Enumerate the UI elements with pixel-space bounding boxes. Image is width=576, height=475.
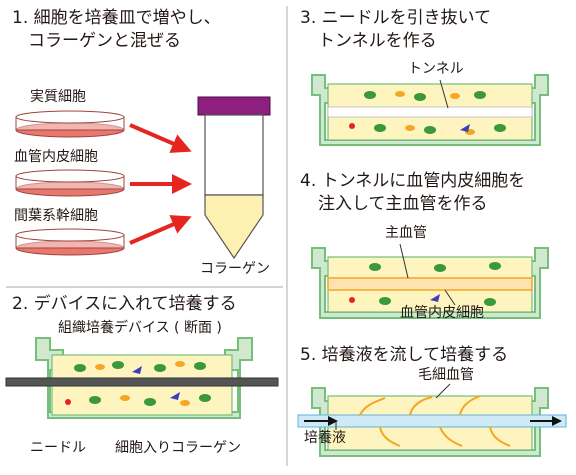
- device-label: 組織培養デバイス ( 断面 ): [58, 320, 222, 336]
- dish-label-1: 実質細胞: [30, 89, 86, 105]
- dish-label-2: 血管内皮細胞: [14, 149, 98, 165]
- capillary-label: 毛細血管: [418, 367, 474, 383]
- step-3-title-line2: トンネルを作る: [318, 31, 437, 51]
- step-number: 3.: [300, 8, 317, 28]
- step-text-line: 細胞を培養皿で増やし、: [33, 8, 221, 28]
- step-2-title: 2. デバイスに入れて培養する: [12, 296, 237, 313]
- arrow-3: [129, 215, 192, 245]
- step-5-title: 5. 培養液を流して培養する: [300, 347, 508, 364]
- endothelial-label: 血管内皮細胞: [400, 305, 484, 321]
- device-panel5: [297, 383, 567, 457]
- device-panel3: [311, 74, 549, 146]
- step-number: 5.: [300, 345, 317, 365]
- cells-panel3: [349, 91, 506, 135]
- device-panel4: [311, 243, 549, 319]
- step-text-line: デバイスに入れて培養する: [33, 294, 237, 314]
- step-4-title: 4. トンネルに血管内皮細胞を: [300, 173, 525, 190]
- capillaries-panel5: [359, 395, 511, 447]
- tube-label: コラーゲン: [200, 261, 270, 277]
- device-panel2: [5, 337, 279, 419]
- step-text-line: トンネルに血管内皮細胞を: [321, 171, 526, 191]
- medium-label: 培養液: [304, 430, 346, 446]
- vessel-label: 主血管: [385, 225, 427, 241]
- step-number: 2.: [12, 294, 29, 314]
- vessel-leader: [399, 243, 409, 279]
- cells-panel4: [349, 262, 501, 306]
- collagen-tube: [197, 96, 271, 260]
- step-1-title-line2: コラーゲンと混ぜる: [28, 31, 181, 51]
- step-text-line: 培養液を流して培養する: [321, 345, 509, 365]
- collagen-label: 細胞入りコラーゲン: [115, 440, 241, 456]
- step-4-title-line2: 注入して主血管を作る: [318, 194, 488, 214]
- petri-dish-2: [15, 169, 125, 197]
- step-3-title: 3. ニードルを引き抜いて: [300, 10, 491, 27]
- tunnel-label: トンネル: [408, 61, 464, 77]
- endothelial-leader: [444, 289, 456, 306]
- arrow-1: [129, 123, 192, 153]
- cells-panel2: [65, 361, 211, 406]
- petri-dish-3: [15, 228, 125, 256]
- petri-dish-1: [15, 110, 125, 138]
- step-number: 4.: [300, 171, 317, 191]
- dish-label-3: 間葉系幹細胞: [14, 208, 98, 224]
- tunnel-leader: [439, 79, 449, 109]
- capillary-leader: [435, 383, 451, 399]
- step-number: 1.: [12, 8, 29, 28]
- step-1-title: 1. 細胞を培養皿で増やし、: [12, 10, 221, 27]
- needle-label: ニードル: [30, 440, 86, 456]
- step-text-line: ニードルを引き抜いて: [321, 8, 492, 28]
